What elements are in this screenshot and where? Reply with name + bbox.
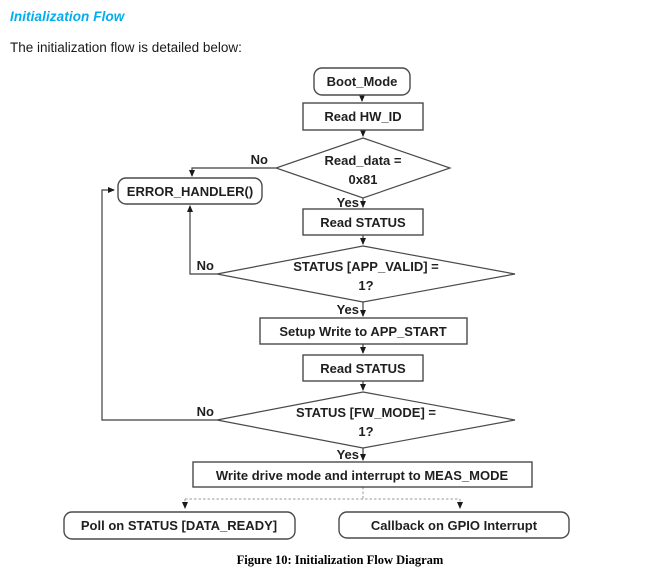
flow-edges bbox=[101, 95, 463, 509]
node-poll-status: Poll on STATUS [DATA_READY] bbox=[63, 511, 296, 540]
node-read-status-2-box bbox=[302, 354, 424, 382]
edge-label-no-3: No bbox=[197, 404, 214, 419]
node-check-fw-mode-diamond bbox=[216, 391, 516, 449]
node-boot-mode: Boot_Mode bbox=[313, 67, 411, 96]
figure-caption: Figure 10: Initialization Flow Diagram bbox=[236, 553, 444, 567]
edge-label-no-1: No bbox=[251, 152, 268, 167]
node-poll-status-box bbox=[63, 511, 296, 540]
node-check-fw-mode: STATUS [FW_MODE] = 1? bbox=[216, 391, 516, 449]
node-setup-write: Setup Write to APP_START bbox=[259, 317, 468, 345]
node-error-handler-label: ERROR_HANDLER() bbox=[127, 184, 253, 199]
node-write-meas-mode-label: Write drive mode and interrupt to MEAS_M… bbox=[216, 468, 509, 483]
node-read-hw-id-box bbox=[302, 102, 424, 131]
edge-label-yes-2: Yes bbox=[337, 302, 359, 317]
node-callback-gpio-box bbox=[338, 511, 570, 539]
node-boot-mode-label: Boot_Mode bbox=[327, 74, 398, 89]
node-setup-write-label: Setup Write to APP_START bbox=[279, 324, 446, 339]
node-callback-gpio: Callback on GPIO Interrupt bbox=[338, 511, 570, 539]
node-poll-status-label: Poll on STATUS [DATA_READY] bbox=[81, 518, 277, 533]
node-check-app-valid-line1: STATUS [APP_VALID] = bbox=[293, 259, 439, 274]
flow-edge-labels: No Yes No Yes No Yes bbox=[197, 152, 359, 462]
node-check-read-data-line1: Read_data = bbox=[325, 153, 402, 168]
edge-no-to-errorhandler-bottom bbox=[187, 205, 217, 275]
node-check-app-valid: STATUS [APP_VALID] = 1? bbox=[216, 245, 516, 303]
node-read-status-2: Read STATUS bbox=[302, 354, 424, 382]
node-setup-write-box bbox=[259, 317, 468, 345]
node-read-status-1-label: Read STATUS bbox=[320, 215, 406, 230]
node-boot-mode-box bbox=[313, 67, 411, 96]
node-write-meas-mode-box bbox=[192, 461, 533, 488]
node-check-app-valid-line2: 1? bbox=[358, 278, 373, 293]
node-read-status-1-box bbox=[302, 208, 424, 236]
node-read-hw-id: Read HW_ID bbox=[302, 102, 424, 131]
node-check-app-valid-diamond bbox=[216, 245, 516, 303]
node-read-status-2-label: Read STATUS bbox=[320, 361, 406, 376]
node-check-read-data: Read_data = 0x81 bbox=[274, 137, 452, 199]
node-write-meas-mode: Write drive mode and interrupt to MEAS_M… bbox=[192, 461, 533, 488]
node-error-handler-box bbox=[117, 177, 263, 205]
node-check-read-data-line2: 0x81 bbox=[349, 172, 378, 187]
edge-no-to-errorhandler-left bbox=[101, 187, 217, 421]
node-error-handler: ERROR_HANDLER() bbox=[117, 177, 263, 205]
edge-label-no-2: No bbox=[197, 258, 214, 273]
edge-label-yes-1: Yes bbox=[337, 195, 359, 210]
node-check-fw-mode-line1: STATUS [FW_MODE] = bbox=[296, 405, 436, 420]
node-read-status-1: Read STATUS bbox=[302, 208, 424, 236]
edge-label-yes-3: Yes bbox=[337, 447, 359, 462]
node-check-fw-mode-line2: 1? bbox=[358, 424, 373, 439]
node-check-read-data-diamond bbox=[274, 137, 452, 199]
intro-text: The initialization flow is detailed belo… bbox=[10, 40, 242, 55]
node-read-hw-id-label: Read HW_ID bbox=[324, 109, 401, 124]
node-callback-gpio-label: Callback on GPIO Interrupt bbox=[371, 518, 538, 533]
page-heading: Initialization Flow bbox=[10, 9, 125, 24]
edge-no-to-errorhandler-top bbox=[189, 167, 276, 177]
